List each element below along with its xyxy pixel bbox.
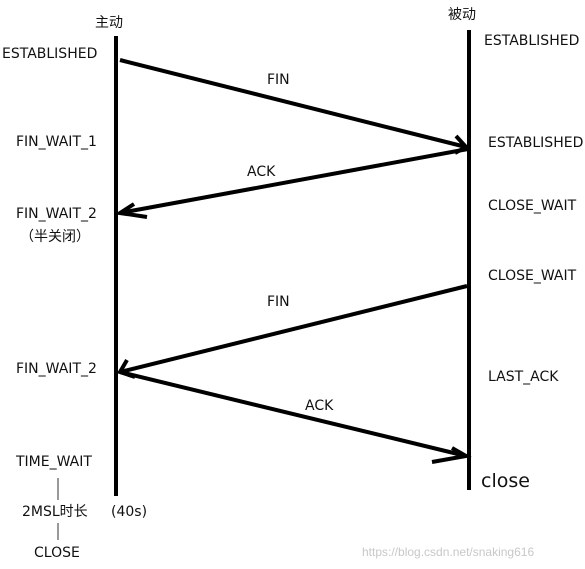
message-label-fin-2: FIN bbox=[267, 294, 290, 310]
message-label-ack-2: ACK bbox=[305, 398, 334, 414]
message-label-ack-1: ACK bbox=[247, 164, 276, 180]
active-actor-label: 主动 bbox=[95, 15, 123, 31]
active-state-time-wait: TIME_WAIT bbox=[16, 454, 92, 470]
active-state-fin-wait-1: FIN_WAIT_1 bbox=[16, 134, 97, 150]
ack-arrow-1-head bbox=[114, 202, 148, 219]
passive-state-established-second: ESTABLISHED bbox=[488, 135, 584, 151]
message-label-fin-1: FIN bbox=[267, 72, 290, 88]
passive-state-last-ack: LAST_ACK bbox=[488, 369, 559, 385]
fin-arrow-2 bbox=[119, 284, 468, 374]
passive-state-close-wait: CLOSE_WAIT bbox=[488, 198, 577, 214]
passive-actor-label: 被动 bbox=[448, 7, 476, 23]
fin-arrow-1 bbox=[119, 58, 467, 149]
passive-state-close-wait-second: CLOSE_WAIT bbox=[488, 268, 577, 284]
passive-state-close: close bbox=[481, 470, 530, 492]
active-state-fin-wait-2-second: FIN_WAIT_2 bbox=[16, 361, 97, 377]
active-state-fin-wait-2: FIN_WAIT_2 bbox=[16, 206, 97, 222]
active-duration-label: 2MSL时长 bbox=[22, 504, 88, 520]
ack-arrow-1 bbox=[119, 147, 469, 215]
active-state-close: CLOSE bbox=[34, 545, 80, 561]
ack-arrow-2-head bbox=[431, 446, 472, 464]
active-state-established: ESTABLISHED bbox=[2, 46, 98, 62]
watermark-text: https://blog.csdn.net/snaking616 bbox=[362, 545, 535, 559]
passive-state-established: ESTABLISHED bbox=[484, 33, 580, 49]
active-state-half-close-note: （半关闭） bbox=[20, 229, 90, 245]
ack-arrow-2 bbox=[119, 370, 467, 458]
active-duration-value: (40s) bbox=[111, 504, 148, 520]
